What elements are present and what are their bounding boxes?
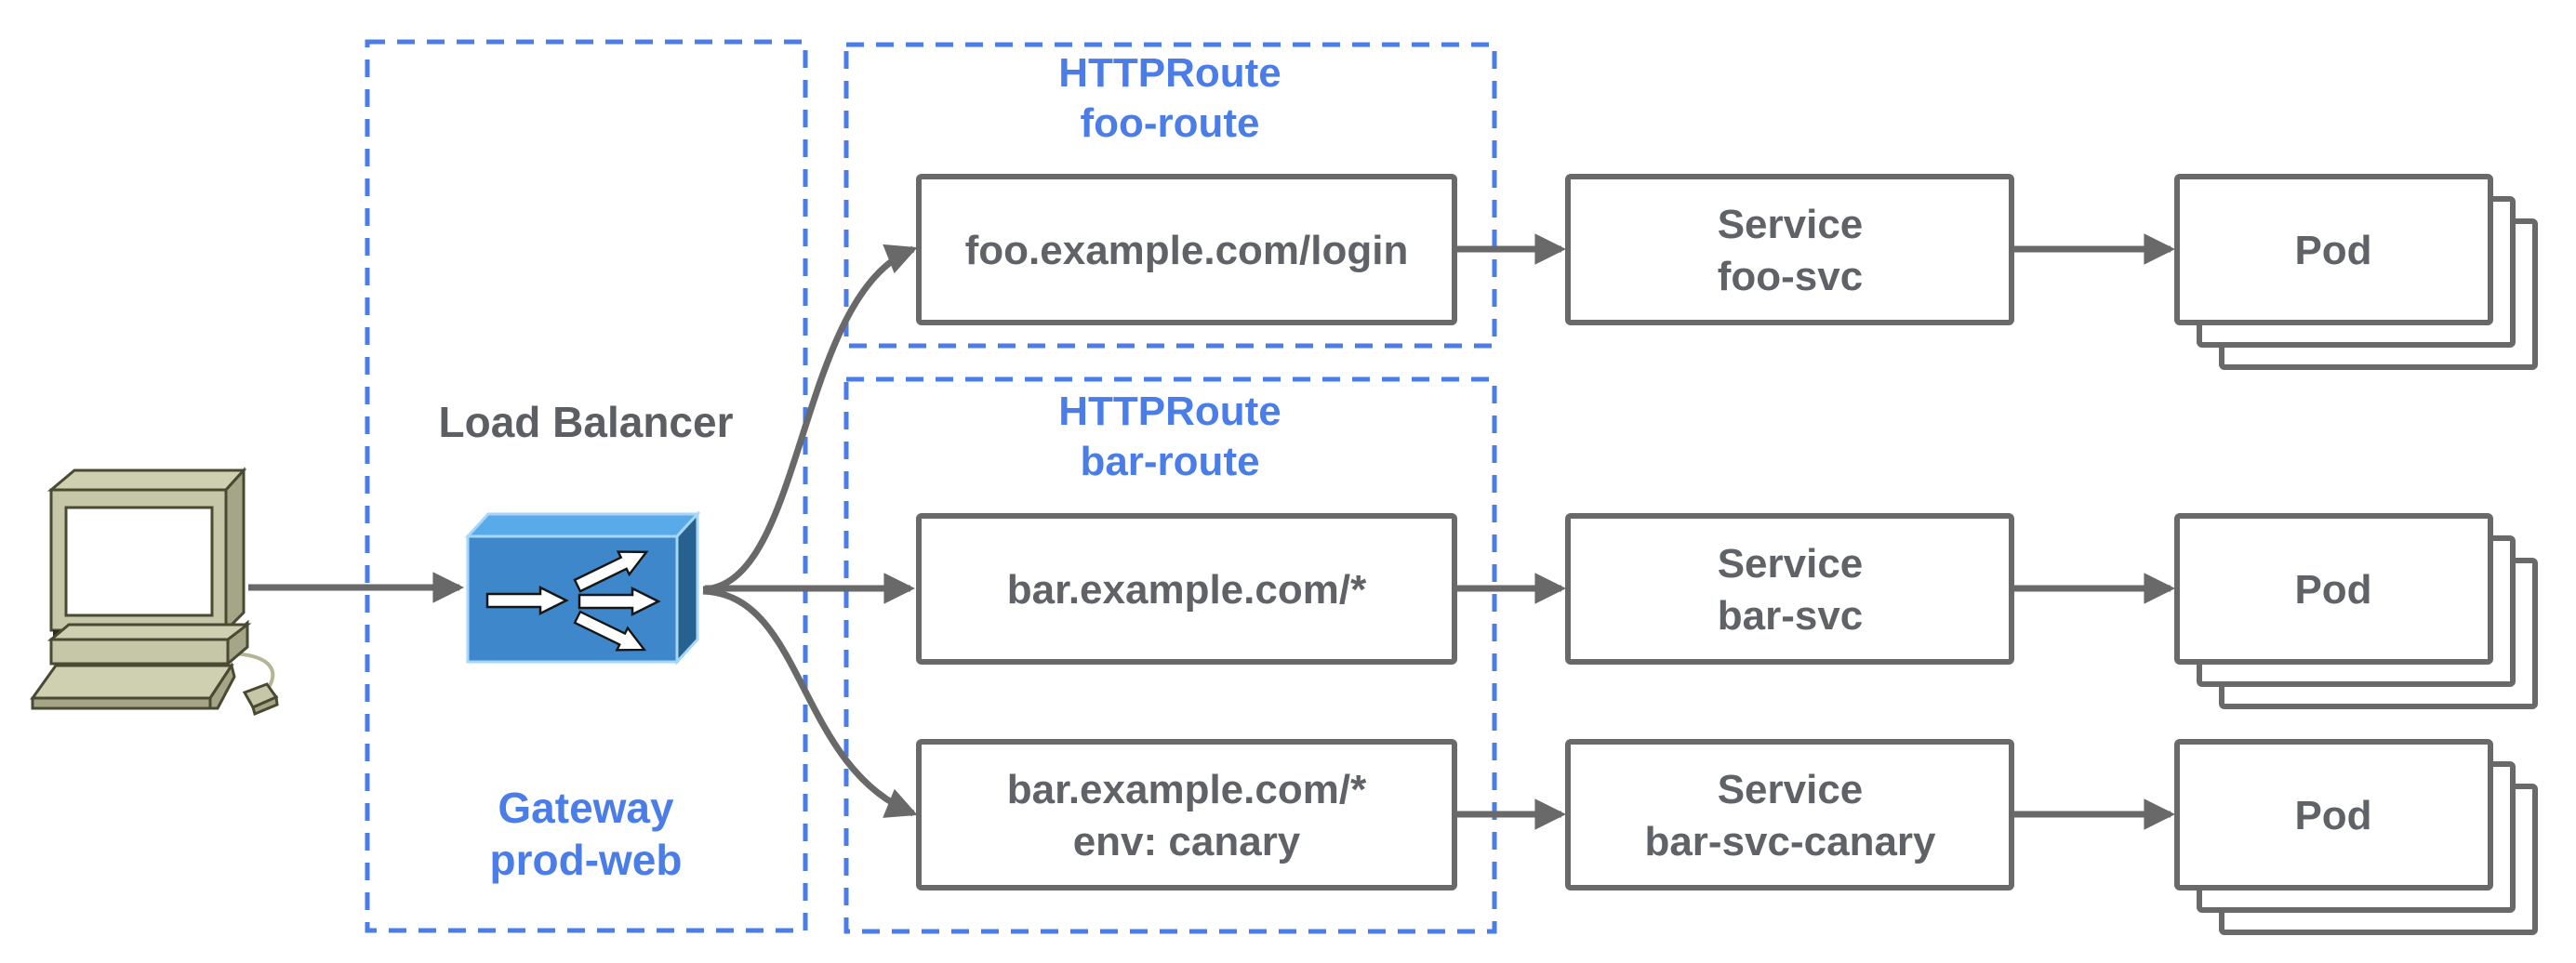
keyboard-front xyxy=(31,696,212,710)
mouse-cable xyxy=(233,652,275,693)
base-front xyxy=(49,638,230,666)
bar-route-kind-label: HTTPRoute xyxy=(1058,389,1281,434)
monitor-screen xyxy=(64,506,214,617)
canary-pod-label: Pod xyxy=(2294,793,2371,838)
foo-route-kind-label: HTTPRoute xyxy=(1058,50,1281,96)
gateway-to-foo-route-arrow xyxy=(702,244,918,593)
canary-pod-stack xyxy=(2174,739,2538,935)
foo-route-name-label: foo-route xyxy=(1080,100,1259,146)
foo-pod-stack xyxy=(2174,174,2538,370)
bar-route-name-label: bar-route xyxy=(1080,439,1259,484)
keyboard-top xyxy=(30,664,234,700)
keyboard-end xyxy=(208,662,236,710)
canary-service-box xyxy=(1565,739,2014,890)
base-top-face xyxy=(46,623,252,641)
bar-pod-stack xyxy=(2174,513,2538,709)
foo-route-rule-box xyxy=(916,174,1457,325)
mouse-front xyxy=(251,694,279,717)
bar-route-rule-box xyxy=(916,513,1457,665)
lb-side-face xyxy=(675,510,699,666)
bar-service-name-label: bar-svc xyxy=(1718,593,1864,639)
canary-route-header-label: env: canary xyxy=(1073,819,1301,864)
foo-service-name-label: foo-svc xyxy=(1718,254,1863,299)
foo-route-match-label: foo.example.com/login xyxy=(965,228,1409,273)
gateway-to-canary-route-arrow xyxy=(702,587,918,818)
load-balancer-icon xyxy=(464,510,701,666)
foo-service-kind-label: Service xyxy=(1718,202,1864,247)
canary-service-kind-label: Service xyxy=(1718,767,1864,812)
gateway-kind-label: Gateway xyxy=(498,784,674,832)
gateway-name-label: prod-web xyxy=(490,836,683,884)
monitor-top-face xyxy=(46,468,247,492)
foo-pod-label: Pod xyxy=(2294,228,2371,273)
canary-route-match-label: bar.example.com/* xyxy=(1007,767,1367,812)
pod-sheet-front xyxy=(2174,513,2493,665)
pod-sheet-front xyxy=(2174,739,2493,890)
lb-top-face xyxy=(464,512,701,538)
canary-route-rule-box xyxy=(916,739,1457,890)
gateway-boundary xyxy=(365,39,808,933)
bar-service-box xyxy=(1565,513,2014,665)
bar-pod-label: Pod xyxy=(2294,567,2371,613)
bar-route-match-label: bar.example.com/* xyxy=(1007,567,1367,613)
foo-service-box xyxy=(1565,174,2014,325)
canary-service-name-label: bar-svc-canary xyxy=(1644,819,1936,864)
bar-route-boundary xyxy=(843,376,1497,934)
pod-sheet-front xyxy=(2174,174,2493,325)
desktop-computer-icon xyxy=(30,467,279,717)
load-balancer-title: Load Balancer xyxy=(439,398,734,446)
bar-service-kind-label: Service xyxy=(1718,541,1864,587)
monitor-side-face xyxy=(224,467,246,634)
